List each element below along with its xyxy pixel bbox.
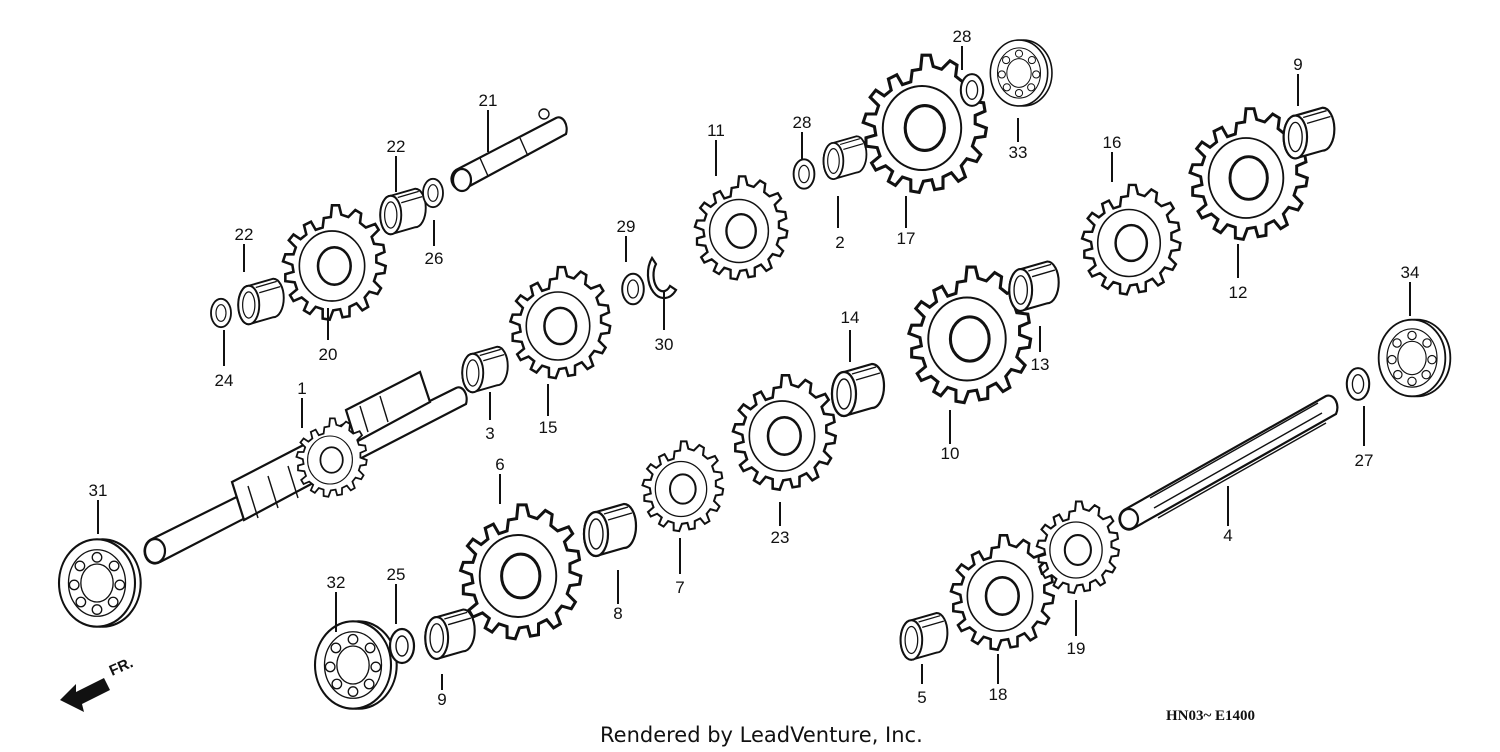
label-part-23: 23 [771, 528, 790, 547]
label-part-17: 17 [897, 229, 916, 248]
label-part-22-upper: 22 [387, 137, 406, 156]
diagram-code: HN03~ E1400 [1166, 708, 1255, 724]
label-part-11: 11 [707, 121, 725, 140]
label-part-33: 33 [1009, 143, 1028, 162]
label-part-6: 6 [495, 455, 504, 474]
part-20-gear [281, 204, 387, 321]
label-part-25: 25 [387, 565, 406, 584]
part-28-washer-top [959, 73, 985, 107]
label-part-12: 12 [1229, 283, 1248, 302]
part-22-collar-upper [379, 187, 427, 236]
part-29-lock-washer [621, 272, 645, 306]
label-part-14: 14 [841, 308, 860, 327]
part-8-needle-bearing [582, 502, 638, 558]
part-5-bushing [899, 612, 949, 661]
part-21-shaft [450, 108, 568, 193]
part-26-washer [422, 177, 444, 209]
label-part-8: 8 [613, 604, 622, 623]
label-part-21: 21 [479, 91, 498, 110]
label-part-27: 27 [1355, 451, 1374, 470]
part-24-washer [210, 297, 232, 329]
part-34-bearing [1377, 318, 1452, 398]
label-part-10: 10 [941, 444, 960, 463]
label-part-3: 3 [485, 424, 494, 443]
label-part-15: 15 [539, 418, 558, 437]
part-18-gear [949, 534, 1055, 651]
label-part-9-upper: 9 [1293, 55, 1302, 74]
part-9-needle-bearing-upper [1282, 106, 1336, 160]
label-part-26: 26 [425, 249, 444, 268]
label-part-28-mid: 28 [793, 113, 812, 132]
part-13-needle-bearing [1008, 260, 1060, 312]
label-part-2: 2 [835, 233, 844, 252]
label-part-31: 31 [89, 481, 108, 500]
label-part-4: 4 [1223, 526, 1232, 545]
direction-label: FR. [107, 654, 136, 679]
leader-lines [97, 46, 1411, 690]
part-30-circlip [646, 255, 678, 300]
part-16-shifter-gear [1080, 183, 1182, 296]
label-part-18: 18 [989, 685, 1008, 704]
credit-text: Rendered by LeadVenture, Inc. [600, 723, 923, 747]
part-22-collar-lower [237, 277, 285, 326]
part-27-washer [1345, 367, 1371, 401]
label-part-20: 20 [319, 345, 338, 364]
label-part-24: 24 [215, 371, 234, 390]
label-part-9-lower: 9 [437, 690, 446, 709]
part-31-bearing [57, 538, 142, 628]
label-part-5: 5 [917, 688, 926, 707]
label-part-32: 32 [327, 573, 346, 592]
label-part-13: 13 [1031, 355, 1050, 374]
label-part-30: 30 [655, 335, 674, 354]
part-6-gear [459, 503, 583, 641]
part-23-gear [731, 374, 837, 491]
part-9-needle-bearing-lower [424, 608, 476, 660]
front-direction-arrow: FR. [60, 654, 136, 712]
part-32-bearing [313, 620, 398, 710]
label-part-19: 19 [1067, 639, 1086, 658]
label-part-1: 1 [297, 379, 306, 398]
label-part-16: 16 [1103, 133, 1122, 152]
part-25-washer [388, 627, 416, 665]
part-28-washer-mid [792, 158, 816, 190]
label-part-28-top: 28 [953, 27, 972, 46]
part-15-gear [509, 265, 612, 380]
part-33-bearing [989, 39, 1053, 107]
label-part-22-lower: 22 [235, 225, 254, 244]
label-part-29: 29 [617, 217, 636, 236]
part-labels: 1 2 3 4 5 6 7 8 9 9 10 11 12 13 14 15 16… [89, 27, 1420, 709]
part-7-dog-hub [641, 440, 725, 533]
part-2-bushing [822, 135, 868, 181]
arrow-icon [60, 678, 110, 712]
part-3-bushing [461, 345, 509, 394]
label-part-7: 7 [675, 578, 684, 597]
part-4-countershaft [1118, 394, 1339, 531]
part-11-shifter-gear [693, 175, 789, 281]
part-14-bushing [830, 362, 886, 418]
label-part-34: 34 [1401, 263, 1420, 282]
